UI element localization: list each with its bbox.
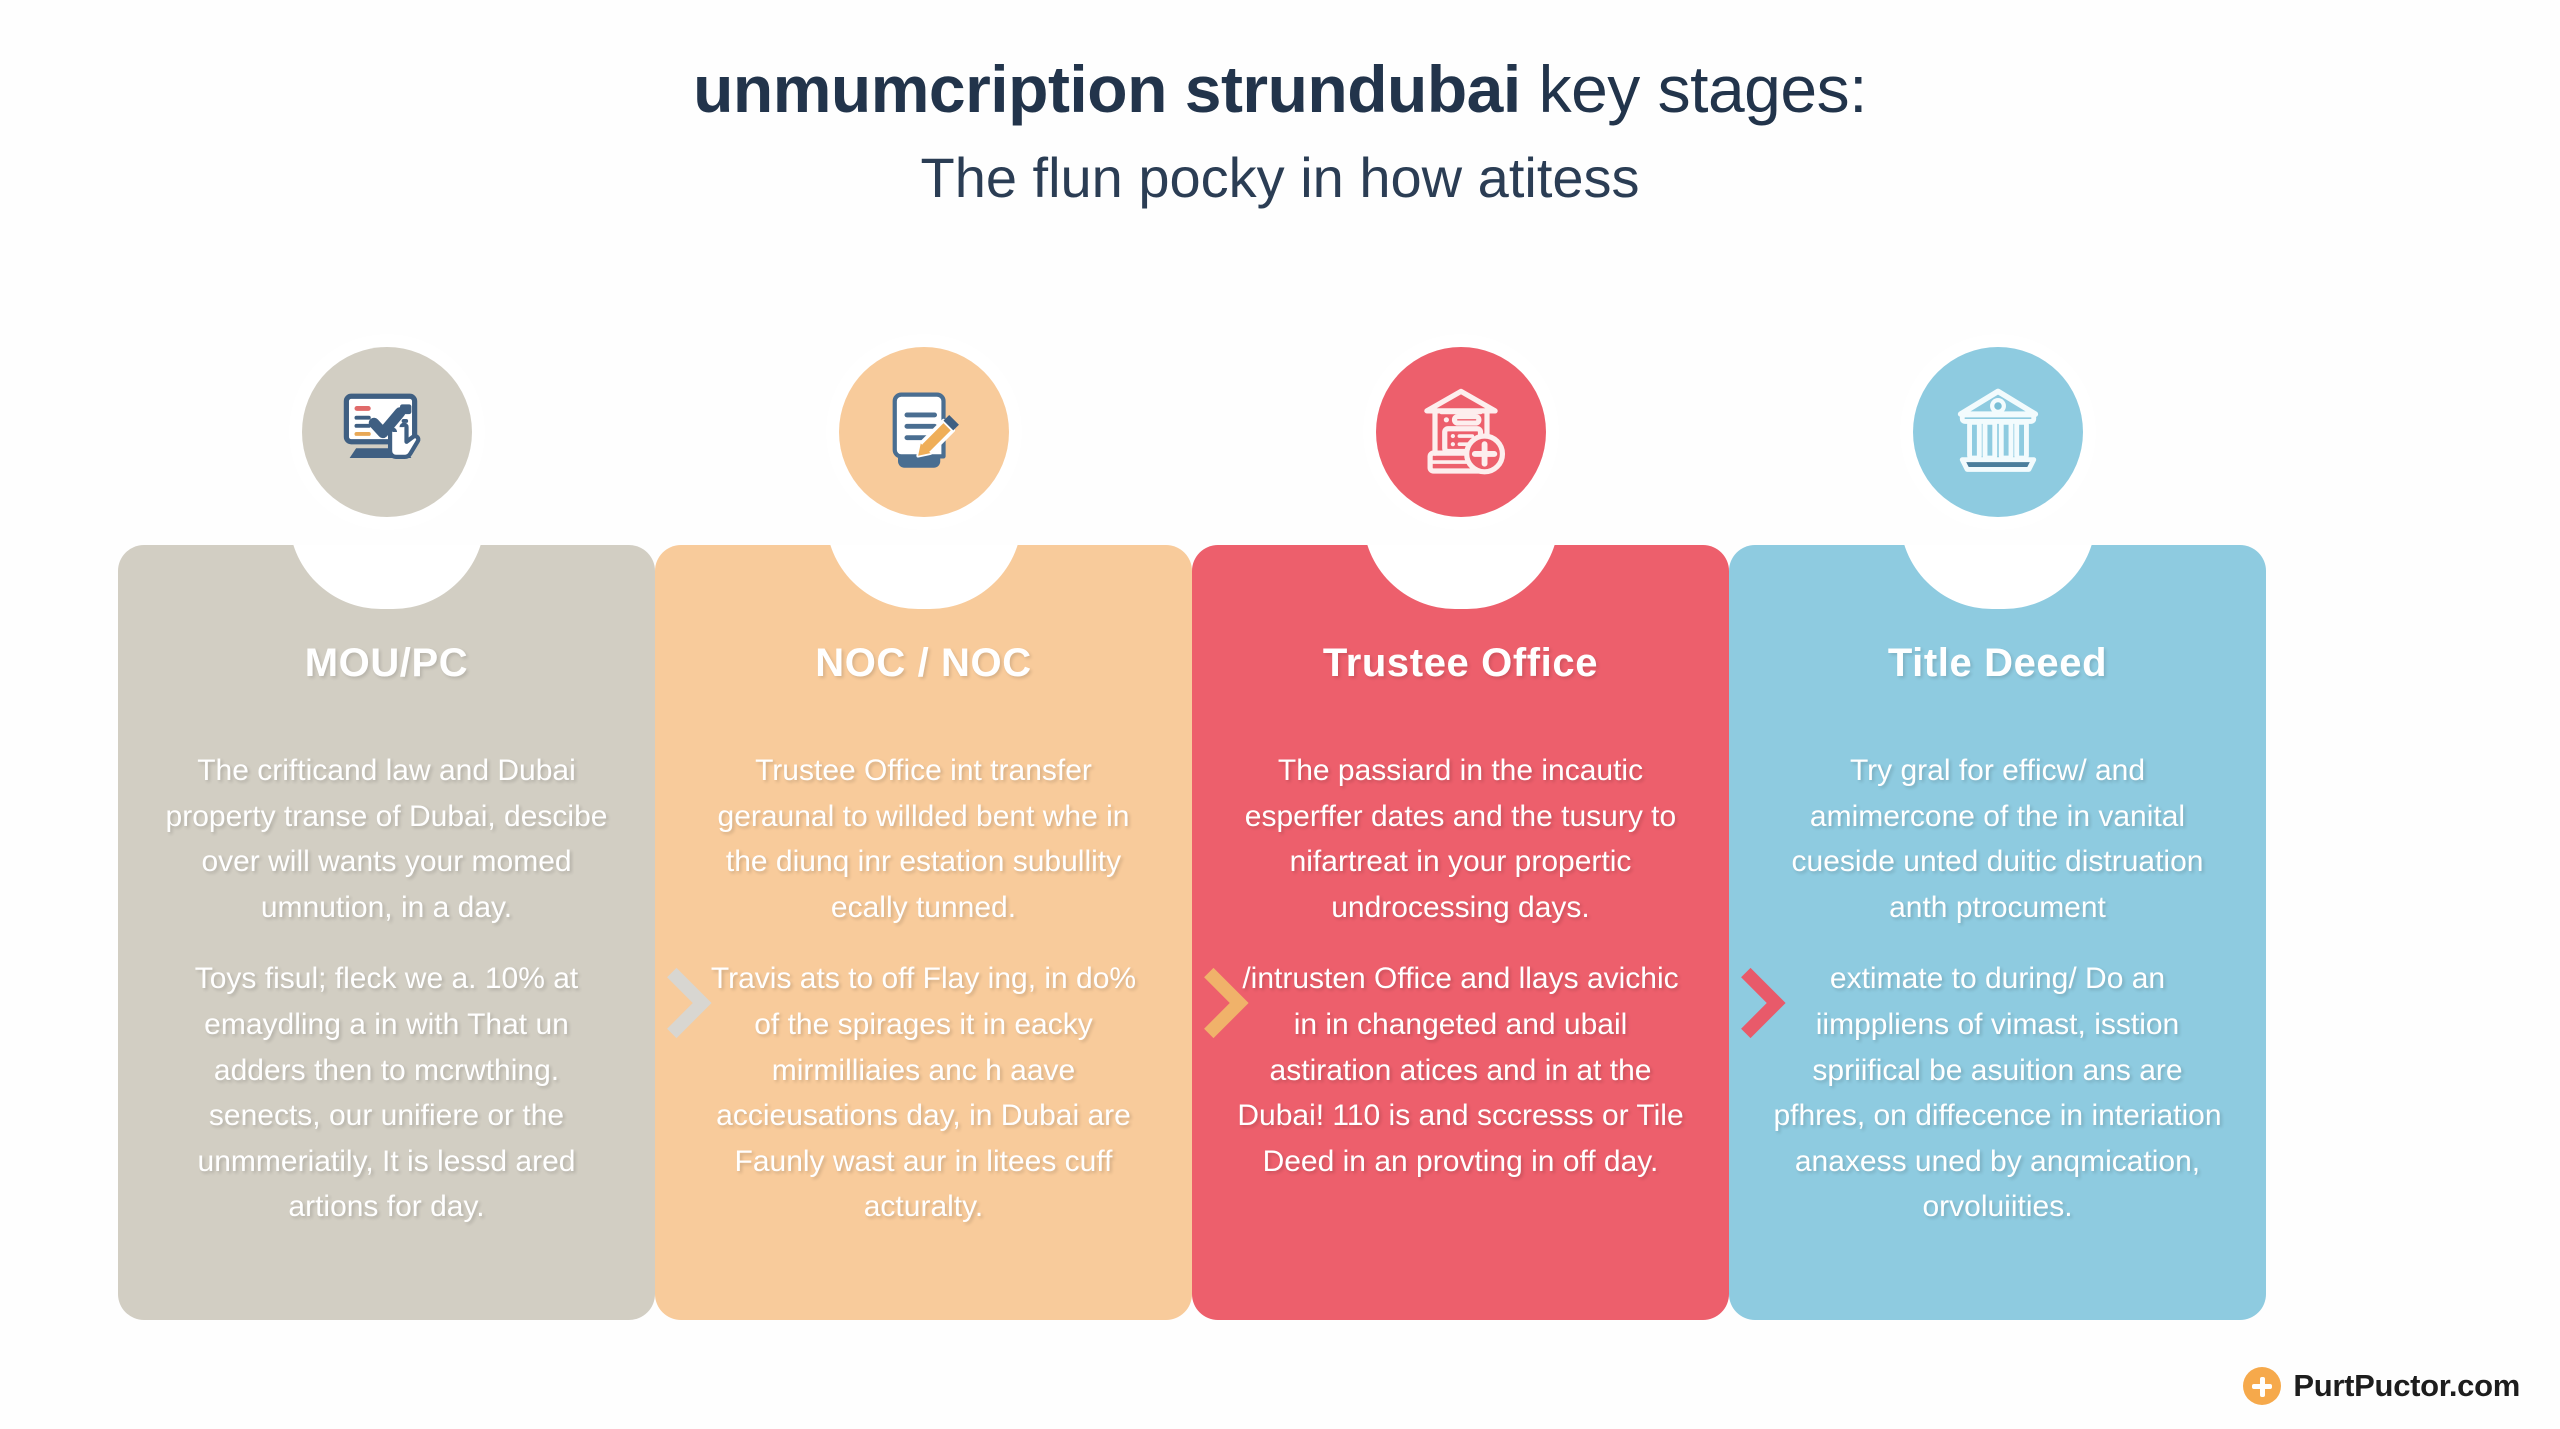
bank-columns-icon — [1946, 380, 2050, 484]
stage-card-1[interactable]: MOU/PC The crifticand law and Dubai prop… — [118, 545, 655, 1320]
chevron-right-3 — [1731, 965, 1791, 1041]
stage-card-slot-1: MOU/PC The crifticand law and Dubai prop… — [118, 347, 712, 1320]
stage-card-2[interactable]: NOC / NOC Trustee Office int transfer ge… — [655, 545, 1192, 1320]
stage-card-title-3: Trustee Office — [1322, 641, 1599, 685]
stage-card-body-1: The crifticand law and Dubai property tr… — [162, 748, 611, 1230]
footer-logo-text: PurtPuctor.com — [2293, 1368, 2520, 1403]
chevron-right-1 — [657, 965, 717, 1041]
monitor-check-hand-icon — [335, 380, 439, 484]
stage-card-paragraph: Travis ats to off Flay ing, in do% of th… — [710, 962, 1137, 1224]
stage-card-3[interactable]: Trustee Office The passiard in the incau… — [1192, 545, 1729, 1320]
bubble-notch-4 — [1899, 545, 2096, 609]
chevron-right-2 — [1194, 965, 1254, 1041]
stage-icon-bubble-4 — [1912, 347, 2083, 517]
header: unmumcription strundubai key stages: The… — [0, 48, 2560, 213]
stage-card-paragraph: The passiard in the incautic esperffer d… — [1244, 754, 1677, 924]
stage-icon-bubble-1 — [301, 347, 472, 517]
stage-card-slot-4: Title Deeed Try gral for efficw/ and ami… — [1729, 347, 2266, 1320]
plus-circle-icon — [2243, 1367, 2282, 1405]
stage-card-paragraph: Toys fisul; fleck we a. 10% at emaydling… — [194, 962, 579, 1224]
stage-icon-bubble-3 — [1375, 347, 1546, 517]
stage-card-body-2: Trustee Office int transfer geraunal to … — [699, 748, 1148, 1230]
stage-card-title-1: MOU/PC — [304, 641, 469, 685]
bubble-notch-1 — [288, 545, 485, 609]
stage-card-paragraph: Trustee Office int transfer geraunal to … — [717, 754, 1130, 924]
stage-card-paragraph: The crifticand law and Dubai property tr… — [165, 754, 608, 924]
building-plus-icon — [1409, 380, 1513, 484]
stage-card-paragraph: /intrusten Office and llays avichic in i… — [1237, 962, 1684, 1178]
stage-card-paragraph: extimate to during/ Do an iimppliens of … — [1773, 962, 2222, 1224]
document-pencil-icon — [872, 380, 976, 484]
page-title-bold: unmumcription strundubai — [693, 52, 1521, 126]
stage-card-slot-3: Trustee Office The passiard in the incau… — [1192, 347, 1786, 1320]
stage-card-title-4: Title Deeed — [1887, 641, 2108, 685]
bubble-notch-3 — [1362, 545, 1559, 609]
stage-card-slot-2: NOC / NOC Trustee Office int transfer ge… — [655, 347, 1249, 1320]
stage-card-body-4: Try gral for efficw/ and amimercone of t… — [1773, 748, 2222, 1230]
stage-icon-bubble-2 — [838, 347, 1009, 517]
footer-logo[interactable]: PurtPuctor.com — [2243, 1367, 2520, 1405]
stage-card-title-2: NOC / NOC — [815, 641, 1032, 685]
page-title-light: key stages: — [1520, 52, 1868, 126]
stage-card-4[interactable]: Title Deeed Try gral for efficw/ and ami… — [1729, 545, 2266, 1320]
stage-card-body-3: The passiard in the incautic esperffer d… — [1236, 748, 1685, 1184]
page-title: unmumcription strundubai key stages: — [0, 48, 2560, 131]
stage-card-paragraph: Try gral for efficw/ and amimercone of t… — [1791, 754, 2204, 924]
bubble-notch-2 — [825, 545, 1022, 609]
page-subtitle: The flun pocky in how atitess — [920, 145, 1640, 209]
stage-cards-row: MOU/PC The crifticand law and Dubai prop… — [118, 347, 2460, 1320]
